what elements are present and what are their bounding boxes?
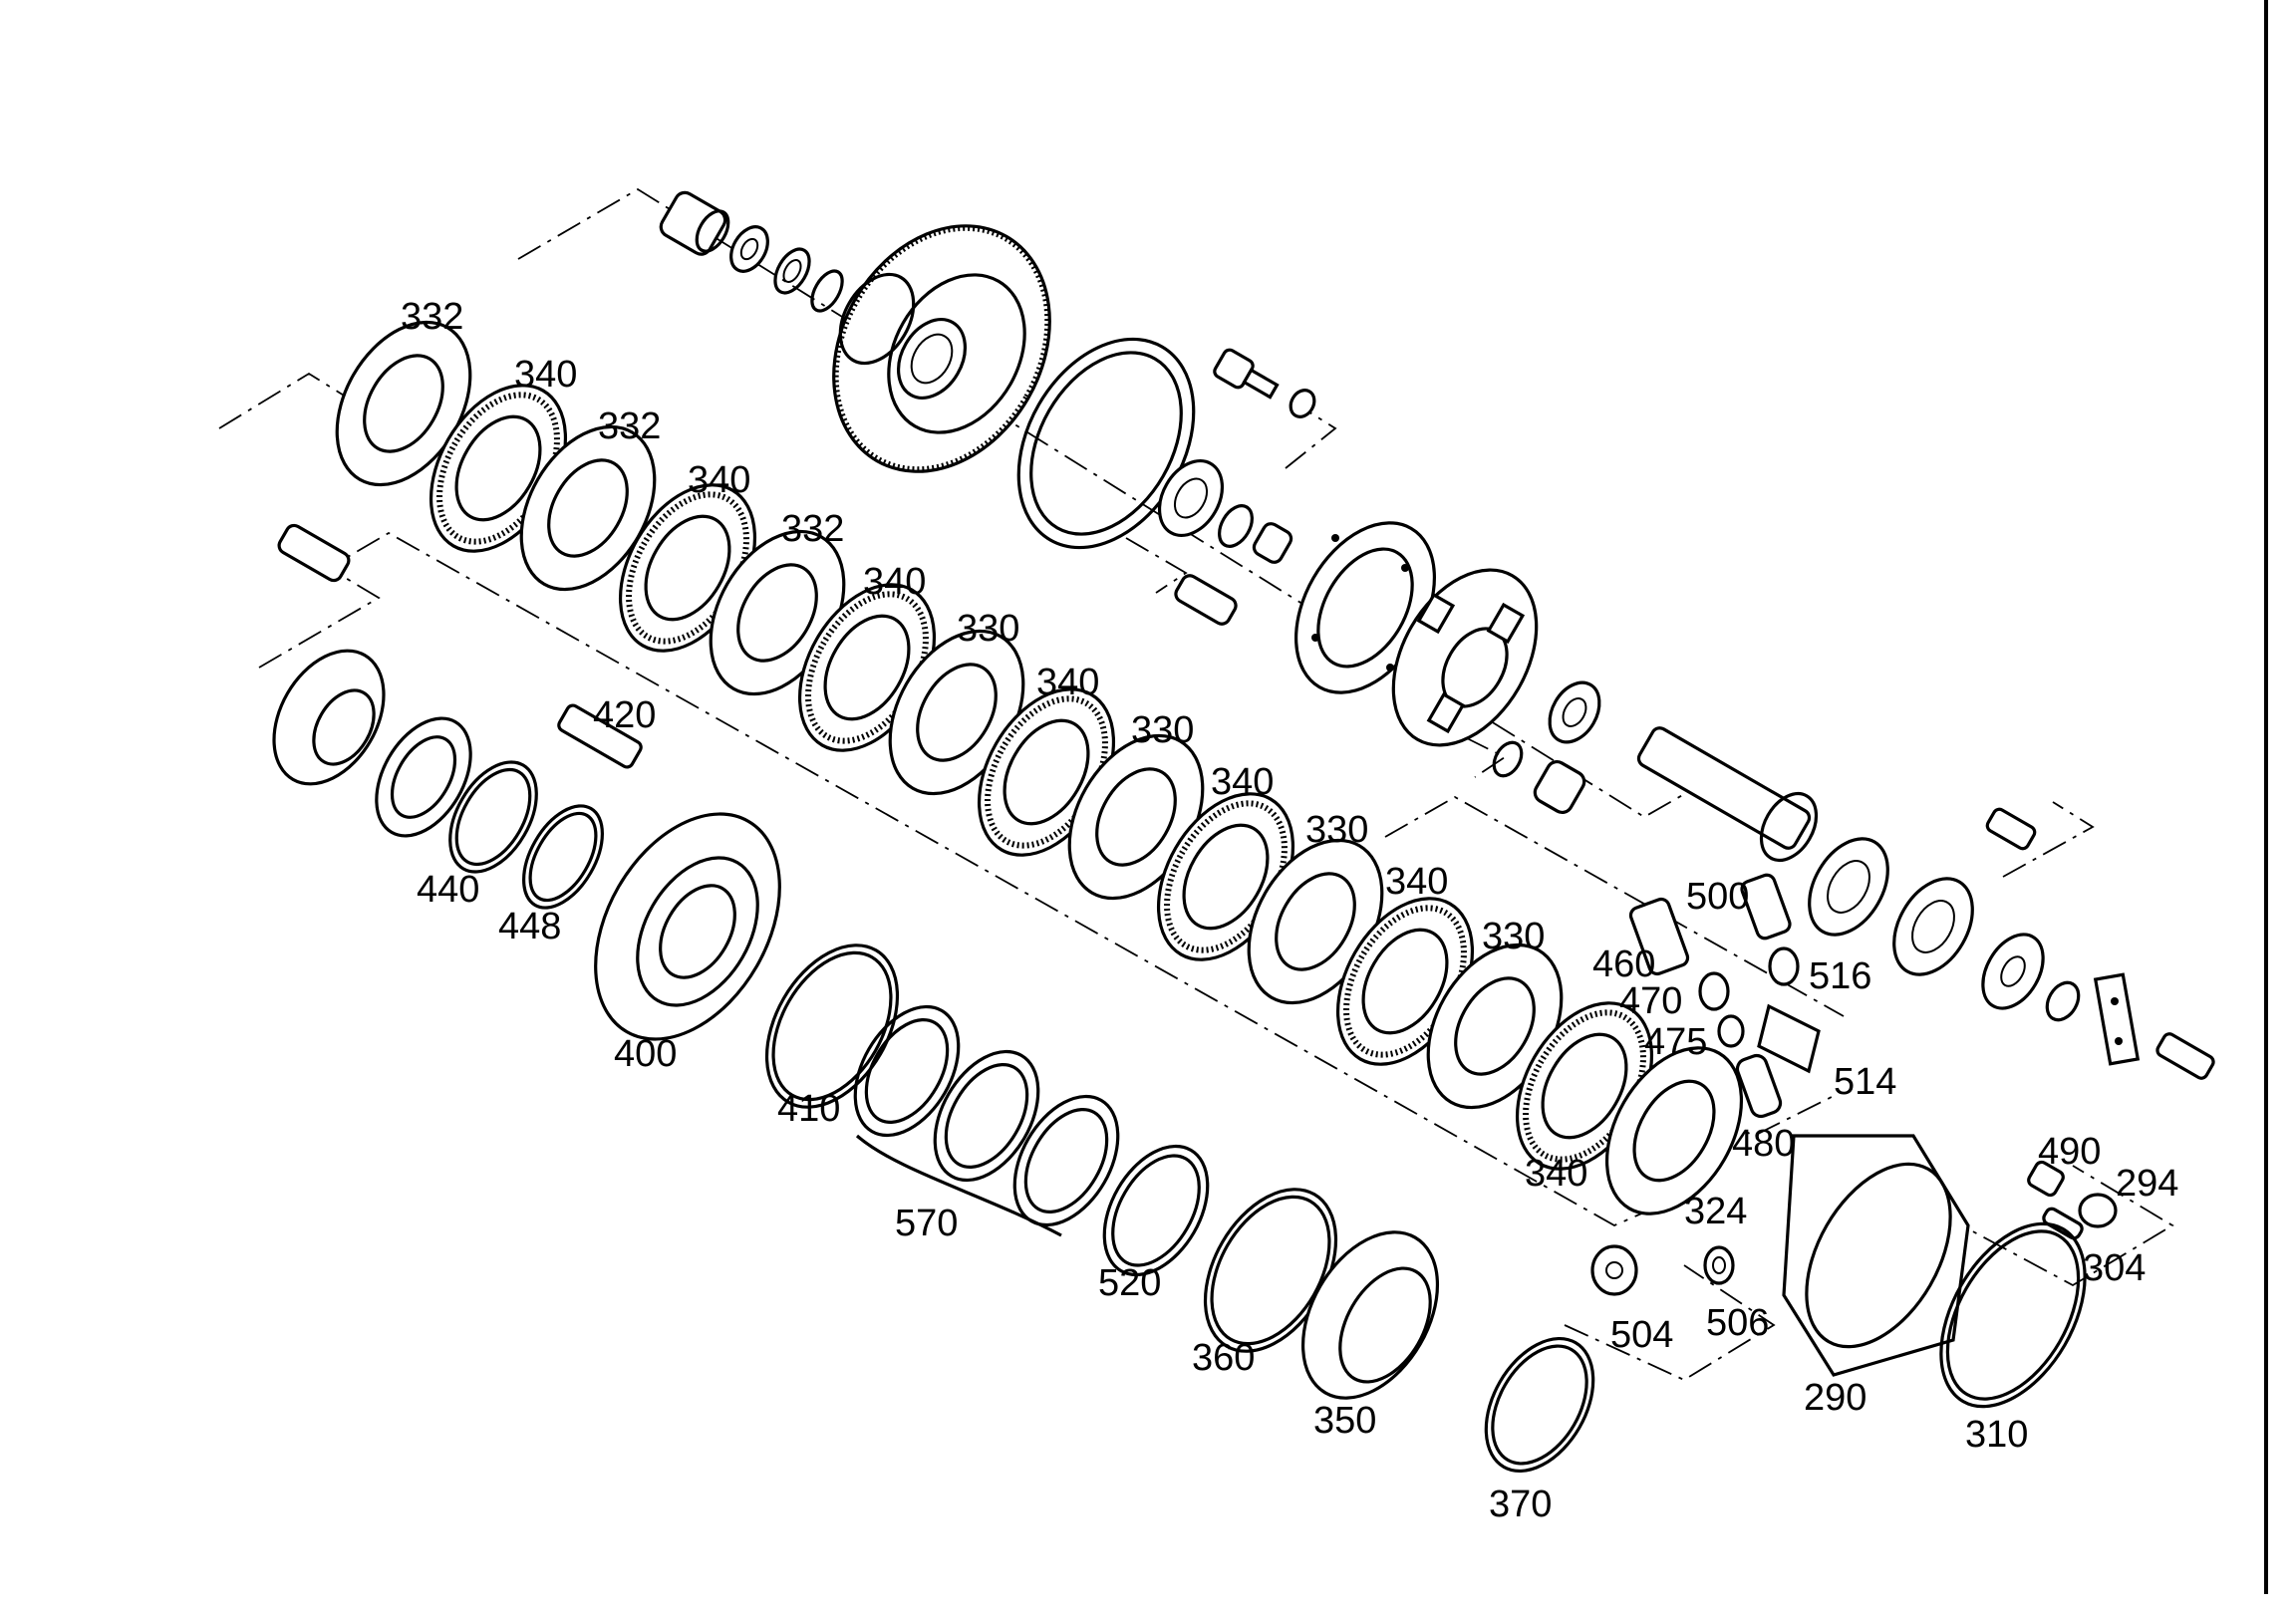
label-332-a: 332 xyxy=(401,296,463,338)
o-ring-small xyxy=(1492,740,1524,778)
bolt-460 xyxy=(1628,897,1690,976)
washer-475 xyxy=(1717,1014,1745,1048)
bearing-lower-left xyxy=(272,649,386,786)
label-290: 290 xyxy=(1804,1377,1866,1419)
label-475: 475 xyxy=(1644,1021,1707,1063)
label-400: 400 xyxy=(614,1033,677,1075)
label-324: 324 xyxy=(1684,1191,1747,1232)
label-570: 570 xyxy=(895,1203,958,1244)
part-labels: 332 340 332 340 332 340 330 340 330 340 … xyxy=(401,296,2178,1525)
end-disc-324 xyxy=(1604,1046,1744,1215)
label-310: 310 xyxy=(1965,1414,2028,1456)
label-370: 370 xyxy=(1489,1483,1552,1525)
label-340-d: 340 xyxy=(1036,662,1099,703)
label-480: 480 xyxy=(1732,1123,1795,1165)
label-340-e: 340 xyxy=(1211,761,1274,803)
spacer-rings xyxy=(1218,504,1293,564)
label-304: 304 xyxy=(2083,1247,2146,1289)
piston-350 xyxy=(1300,1230,1440,1400)
ball-bearing-top xyxy=(1157,459,1225,537)
label-330-c: 330 xyxy=(1305,809,1368,851)
plug-504 xyxy=(1590,1244,1638,1296)
label-330-b: 330 xyxy=(1131,709,1194,751)
label-340-b: 340 xyxy=(688,459,750,501)
splined-shaft xyxy=(1636,726,1819,863)
cap-294 xyxy=(2078,1193,2118,1228)
label-470: 470 xyxy=(1619,980,1682,1022)
washers-top xyxy=(773,247,844,313)
bearing-small xyxy=(1548,680,1601,744)
ring-448a xyxy=(448,760,538,874)
lower-group xyxy=(272,523,2118,1474)
housing-290 xyxy=(1782,1134,1970,1377)
tab-514 xyxy=(1757,1003,1821,1074)
label-360: 360 xyxy=(1192,1337,1255,1379)
clutch-disc-stack xyxy=(335,320,1744,1215)
bearing-right-a xyxy=(1808,837,1889,937)
bolt-middle xyxy=(1174,574,1238,626)
sleeve-bushing xyxy=(659,190,730,256)
label-340-f: 340 xyxy=(1385,861,1448,903)
bolt-lower-left xyxy=(277,523,351,583)
bolt-500 xyxy=(1740,873,1792,941)
plate-bracket xyxy=(2093,972,2141,1066)
label-330-a: 330 xyxy=(957,608,1019,650)
label-460: 460 xyxy=(1592,944,1655,985)
label-340-g: 340 xyxy=(1525,1153,1587,1195)
bearing-right-b xyxy=(1892,877,1974,976)
pin-304 xyxy=(2042,1207,2084,1240)
label-332-c: 332 xyxy=(781,508,844,550)
upper-shaft-group xyxy=(659,190,2215,1080)
label-520: 520 xyxy=(1098,1262,1161,1304)
label-448: 448 xyxy=(498,906,561,947)
label-420: 420 xyxy=(593,694,656,736)
label-504: 504 xyxy=(1610,1314,1673,1356)
label-516: 516 xyxy=(1809,955,1871,997)
threaded-plug xyxy=(1533,760,1586,814)
label-500: 500 xyxy=(1686,876,1749,918)
label-340-c: 340 xyxy=(863,561,926,603)
small-flange xyxy=(1981,933,2081,1022)
label-330-d: 330 xyxy=(1482,916,1545,957)
bolt-far-right xyxy=(2155,1032,2215,1080)
large-spur-gear xyxy=(832,224,1051,473)
ring-370 xyxy=(1484,1336,1595,1474)
shims-570 xyxy=(853,1004,1120,1237)
ring-410 xyxy=(764,944,900,1109)
label-440: 440 xyxy=(417,869,479,911)
nut xyxy=(729,225,769,273)
ring-520 xyxy=(1102,1144,1210,1277)
label-294: 294 xyxy=(2116,1163,2178,1205)
label-332-b: 332 xyxy=(598,405,661,447)
bolt-upper xyxy=(1213,348,1316,418)
bolt-420 xyxy=(557,703,643,769)
sleeve-480 xyxy=(1735,1053,1783,1119)
plug-490 xyxy=(2027,1160,2065,1198)
seal-440 xyxy=(375,716,472,838)
clutch-hub xyxy=(1391,568,1539,747)
label-506: 506 xyxy=(1706,1302,1769,1344)
piston-housing-400 xyxy=(594,812,781,1041)
label-410: 410 xyxy=(777,1088,840,1130)
washer-506 xyxy=(1703,1245,1735,1285)
washer-470 xyxy=(1698,971,1730,1011)
ring-448b xyxy=(522,804,604,910)
label-350: 350 xyxy=(1313,1400,1376,1442)
label-514: 514 xyxy=(1834,1061,1896,1103)
label-490: 490 xyxy=(2038,1131,2101,1173)
outer-disc-2 xyxy=(519,424,657,592)
label-340-a: 340 xyxy=(514,354,577,396)
ring-310 xyxy=(1939,1221,2087,1409)
washer-516 xyxy=(1768,946,1800,986)
bolt-right-top xyxy=(1985,807,2037,851)
